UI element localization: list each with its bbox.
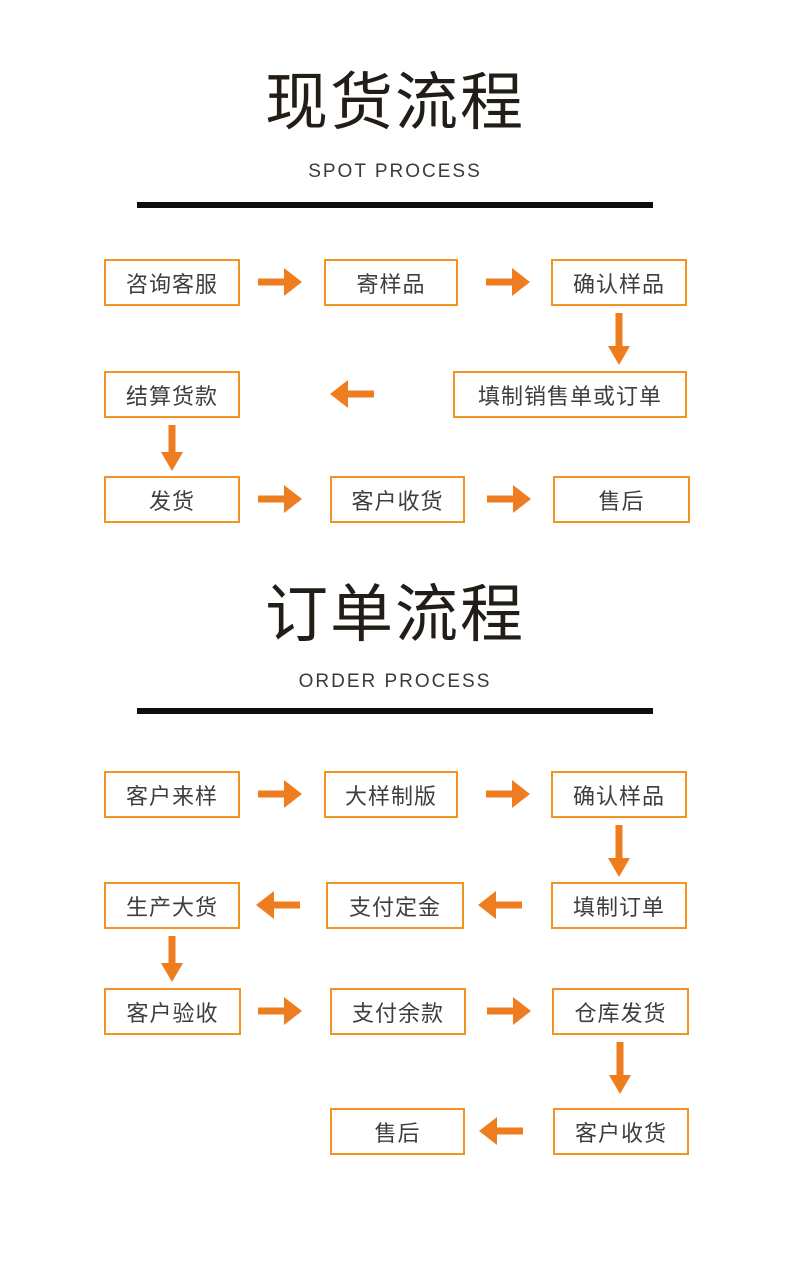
arrow-right-icon: [487, 997, 531, 1025]
arrow-down-icon: [609, 1042, 631, 1094]
spot-step-fill-sales-order: 填制销售单或订单: [453, 371, 687, 418]
spot-step-consult-service: 咨询客服: [104, 259, 240, 306]
arrow-down-icon: [161, 425, 183, 471]
order-step-customer-receive: 客户收货: [553, 1108, 689, 1155]
order-step-pay-deposit: 支付定金: [326, 882, 464, 929]
spot-section-title: 现货流程: [265, 68, 525, 138]
order-step-sample-plate: 大样制版: [324, 771, 458, 818]
arrow-right-icon: [258, 268, 302, 296]
spot-step-send-sample: 寄样品: [324, 259, 458, 306]
arrow-right-icon: [486, 780, 530, 808]
order-section-subtitle: ORDER PROCESS: [298, 671, 492, 692]
arrow-left-icon: [479, 1117, 523, 1145]
order-step-produce-bulk: 生产大货: [104, 882, 240, 929]
spot-step-after-sales: 售后: [553, 476, 690, 523]
order-step-customer-inspection: 客户验收: [104, 988, 241, 1035]
arrow-left-icon: [478, 891, 522, 919]
spot-step-settle-payment: 结算货款: [104, 371, 240, 418]
spot-step-ship-goods: 发货: [104, 476, 240, 523]
order-step-pay-balance: 支付余款: [330, 988, 466, 1035]
arrow-right-icon: [487, 485, 531, 513]
order-step-after-sales: 售后: [330, 1108, 465, 1155]
spot-section-divider: [137, 202, 653, 208]
arrow-left-icon: [330, 380, 374, 408]
arrow-right-icon: [258, 780, 302, 808]
order-section-title: 订单流程: [265, 580, 525, 650]
order-step-customer-sample: 客户来样: [104, 771, 240, 818]
order-step-fill-order: 填制订单: [551, 882, 687, 929]
arrow-down-icon: [608, 313, 630, 365]
arrow-right-icon: [486, 268, 530, 296]
arrow-right-icon: [258, 485, 302, 513]
order-step-confirm-sample: 确认样品: [551, 771, 687, 818]
spot-step-confirm-sample: 确认样品: [551, 259, 687, 306]
arrow-down-icon: [608, 825, 630, 877]
arrow-right-icon: [258, 997, 302, 1025]
spot-step-customer-receive: 客户收货: [330, 476, 465, 523]
arrow-left-icon: [256, 891, 300, 919]
spot-section-subtitle: SPOT PROCESS: [308, 161, 482, 182]
order-section-divider: [137, 708, 653, 714]
arrow-down-icon: [161, 936, 183, 982]
order-step-warehouse-ship: 仓库发货: [552, 988, 689, 1035]
